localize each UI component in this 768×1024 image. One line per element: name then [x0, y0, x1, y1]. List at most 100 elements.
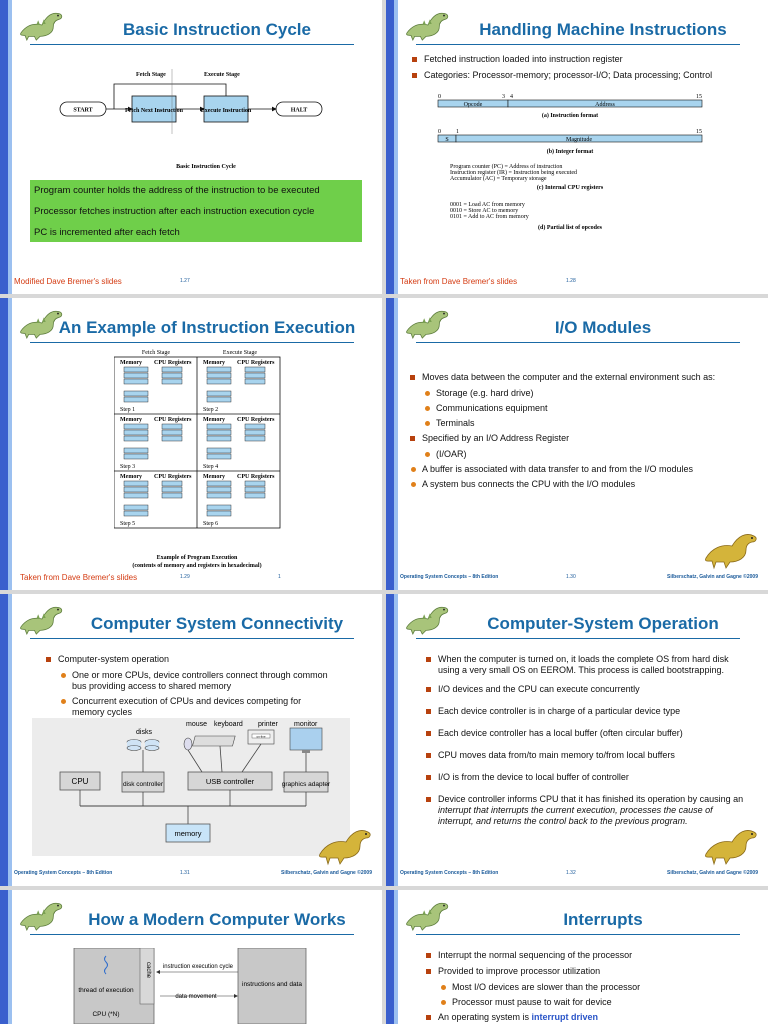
dinosaur-logo-icon [406, 902, 449, 931]
slide-title: Basic Instruction Cycle [122, 20, 311, 39]
sub-bullet-item: One or more CPUs, device controllers con… [58, 670, 334, 692]
step-label: Step 4 [203, 464, 218, 470]
modern-computer-diagram: cache thread of execution CPU (*N) instr… [73, 948, 307, 1024]
bullet-item: I/O is from the device to local buffer o… [424, 772, 746, 783]
memory-cell [123, 510, 149, 517]
slide-sidebar [0, 890, 8, 1024]
sub-bullet-item: (I/OAR) [422, 449, 756, 460]
memory-cell [123, 390, 149, 397]
memory-cell [206, 510, 232, 517]
bullet-list: Interrupt the normal sequencing of the p… [424, 950, 746, 1024]
slide-basic-instruction-cycle: Basic Instruction Cycle Fetch Stage Exec… [0, 0, 382, 294]
bullet-list: Computer-system operation One or more CP… [44, 654, 334, 722]
bullet-item: Categories: Processor-memory; processor-… [410, 70, 756, 81]
bullet-item: Interrupt the normal sequencing of the p… [424, 950, 746, 961]
register-cell [244, 423, 266, 430]
disks-icon [126, 739, 160, 751]
printer-icon: on-line [247, 729, 275, 745]
instruction-cycle-diagram: Fetch Stage Execute Stage START Fetch Ne… [59, 69, 323, 170]
program-execution-figure: Fetch Stage Execute Stage Memory CPU Reg… [114, 350, 281, 569]
title-rule [30, 638, 354, 639]
register-cell [161, 435, 183, 442]
bullet-item: An operating system is interrupt driven [424, 1012, 746, 1023]
keyboard-label: keyboard [214, 721, 243, 728]
bullet-item: Provided to improve processor utilizatio… [424, 966, 746, 977]
memory-cell [123, 366, 149, 373]
mouse-label: mouse [186, 721, 207, 728]
slide-title: How a Modern Computer Works [88, 910, 346, 929]
step-label: Step 6 [203, 521, 218, 527]
disks-label: disks [136, 729, 152, 736]
execute-stage-label: Execute Stage [223, 350, 257, 356]
bit-label: 0 [438, 129, 441, 135]
memory-cell [206, 435, 232, 442]
caption-b: (b) Integer format [547, 148, 594, 155]
bullet-item: CPU moves data from/to main memory to/fr… [424, 750, 746, 761]
slide-title: Computer-System Operation [487, 614, 719, 633]
bullet-item: Moves data between the computer and the … [408, 372, 756, 383]
caption-c: (c) Internal CPU registers [537, 184, 604, 191]
register-cell [161, 378, 183, 385]
bit-label: 4 [510, 94, 513, 100]
memory-label: Memory [120, 417, 142, 423]
memory-label: Memory [203, 360, 225, 366]
footer-credit: Taken from Dave Bremer's slides [20, 573, 138, 582]
dinosaur-logo-icon [406, 310, 449, 339]
slide-sidebar-accent [394, 890, 398, 1024]
cpu-registers-label: CPU Registers [154, 360, 192, 366]
memory-cell [123, 429, 149, 436]
bit-label: 1 [456, 129, 459, 135]
slide-title: Computer System Connectivity [90, 614, 344, 633]
sub-bullet-item: Processor must pause to wait for device [438, 997, 746, 1008]
dinosaur-mascot-icon [704, 533, 757, 569]
sub-bullet-item: Most I/O devices are slower than the pro… [438, 982, 746, 993]
slide-sidebar [0, 298, 8, 590]
register-cell [244, 435, 266, 442]
bit-label: 3 [502, 94, 505, 100]
slide-sidebar [386, 594, 394, 886]
magnitude-field [455, 134, 703, 143]
sub-bullet-item: Concurrent execution of CPUs and devices… [58, 696, 334, 718]
title-rule [416, 342, 740, 343]
connectivity-diagram-lines: mouse keyboard printer monitor disks on-… [59, 721, 331, 843]
title-rule [30, 934, 354, 935]
cpu-registers-label: CPU Registers [237, 360, 275, 366]
start-label: START [73, 108, 92, 114]
memory-cell [123, 435, 149, 442]
memory-cell [123, 492, 149, 499]
dinosaur-logo-icon [20, 606, 63, 635]
instruction-cycle-label: instruction execution cycle [163, 964, 234, 970]
bullet-item: Each device controller has a local buffe… [424, 728, 746, 739]
graphics-adapter-label: graphics adapter [282, 781, 331, 788]
slide-title: An Example of Instruction Execution [58, 318, 356, 337]
memory-cell [123, 453, 149, 460]
page-number: 1.28 [566, 278, 576, 284]
footer-authors: Silberschatz, Galvin and Gagne ©2009 [281, 870, 372, 876]
register-cell [161, 480, 183, 487]
page-number: 1.27 [180, 278, 190, 284]
address-field [507, 99, 703, 108]
bullet-text: Device controller informs CPU that it ha… [438, 794, 744, 804]
title-rule [30, 44, 354, 45]
keyboard-icon [192, 735, 236, 747]
register-cell [161, 486, 183, 493]
slide-how-modern-computer-works: How a Modern Computer Works cache thread… [0, 890, 382, 1024]
printer-online-label: on-line [256, 735, 265, 739]
slide-title: Interrupts [563, 910, 643, 929]
register-cell [244, 429, 266, 436]
register-cell [244, 366, 266, 373]
summary-point: PC is incremented after each fetch [34, 227, 180, 238]
summary-box: Program counter holds the address of the… [30, 180, 362, 242]
arrow-loop-back [113, 83, 227, 109]
page-number: 1.32 [566, 870, 576, 876]
slide-sidebar [386, 0, 394, 294]
slide-sidebar [0, 0, 8, 294]
memory-cell [206, 447, 232, 454]
slide-computer-system-connectivity: Computer System Connectivity Computer-sy… [0, 594, 382, 886]
memory-cell [206, 390, 232, 397]
page-number: 1.31 [180, 870, 190, 876]
memory-box [165, 823, 211, 843]
magnitude-label: Magnitude [566, 137, 592, 143]
bit-label: 0 [438, 94, 441, 100]
bullet-item: Fetched instruction loaded into instruct… [410, 54, 756, 65]
